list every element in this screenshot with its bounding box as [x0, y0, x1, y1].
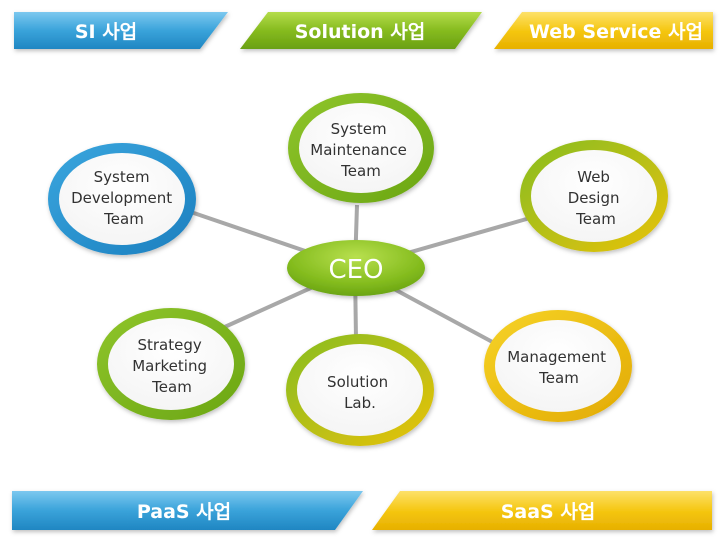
- node-web-design-label: Web Design Team: [568, 168, 625, 228]
- banner-solution: Solution 사업: [240, 12, 482, 49]
- banner-web-service: Web Service 사업: [494, 12, 713, 49]
- banner-solution-label: Solution 사업: [295, 21, 426, 43]
- node-system-development: System Development Team: [48, 143, 196, 255]
- node-strategy-marketing-label: Strategy Marketing Team: [132, 336, 212, 396]
- banner-web-service-label: Web Service 사업: [529, 21, 703, 43]
- node-solution-lab: Solution Lab.: [286, 334, 434, 446]
- banner-paas-label: PaaS 사업: [137, 501, 231, 523]
- node-system-maintenance-label: System Maintenance Team: [310, 120, 411, 180]
- node-ceo-label: CEO: [328, 255, 383, 285]
- node-solution-lab-label: Solution Lab.: [327, 373, 393, 412]
- node-ceo: CEO: [287, 240, 425, 296]
- banner-saas-label: SaaS 사업: [501, 501, 596, 523]
- banner-saas: SaaS 사업: [372, 491, 712, 530]
- banner-si: SI 사업: [14, 12, 228, 49]
- node-web-design: Web Design Team: [520, 140, 668, 252]
- banner-paas: PaaS 사업: [12, 491, 363, 530]
- banner-si-label: SI 사업: [75, 21, 137, 43]
- node-system-development-label: System Development Team: [71, 168, 177, 228]
- node-management-label: Management Team: [507, 348, 611, 387]
- node-system-maintenance: System Maintenance Team: [288, 93, 434, 203]
- node-strategy-marketing: Strategy Marketing Team: [97, 308, 245, 420]
- node-management: Management Team: [484, 310, 632, 422]
